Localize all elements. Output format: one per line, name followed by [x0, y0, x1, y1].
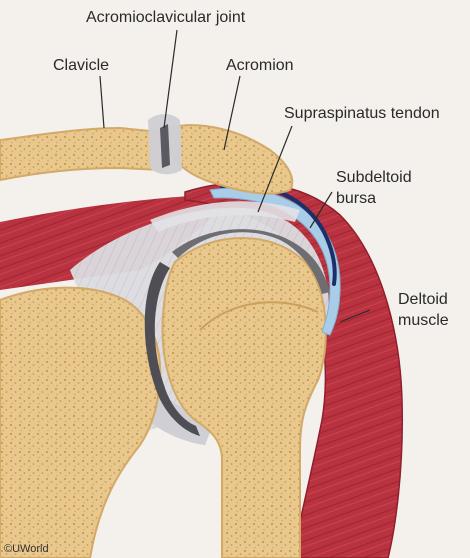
glenoid-cartilage — [144, 262, 200, 436]
supraspinatus-tendon-shape — [150, 201, 300, 232]
leader-acromion — [223, 75, 241, 151]
leader-deltoid — [339, 309, 371, 323]
acromion-bone — [167, 124, 294, 195]
humerus-head — [161, 237, 327, 558]
leader-ac-joint — [163, 29, 178, 129]
leader-lines — [99, 29, 371, 323]
label-deltoid-muscle-line2: muscle — [398, 312, 449, 329]
label-supraspinatus-tendon: Supraspinatus tendon — [284, 105, 440, 122]
label-subdeltoid-bursa-line1: Subdeltoid — [336, 169, 412, 186]
ac-joint-space — [160, 124, 170, 168]
label-deltoid-muscle-line1: Deltoid — [398, 291, 448, 308]
copyright-credit: ©UWorld — [4, 543, 49, 555]
leader-supraspinatus — [257, 125, 293, 213]
label-clavicle: Clavicle — [53, 57, 110, 74]
label-subdeltoid-bursa-line2: bursa — [336, 190, 377, 207]
leader-bursa — [309, 191, 333, 229]
label-acromioclavicular-joint: Acromioclavicular joint — [86, 9, 246, 26]
label-acromion: Acromion — [226, 57, 294, 74]
leader-clavicle — [99, 75, 105, 129]
physeal-line — [199, 301, 319, 331]
humeral-cartilage — [172, 229, 330, 294]
